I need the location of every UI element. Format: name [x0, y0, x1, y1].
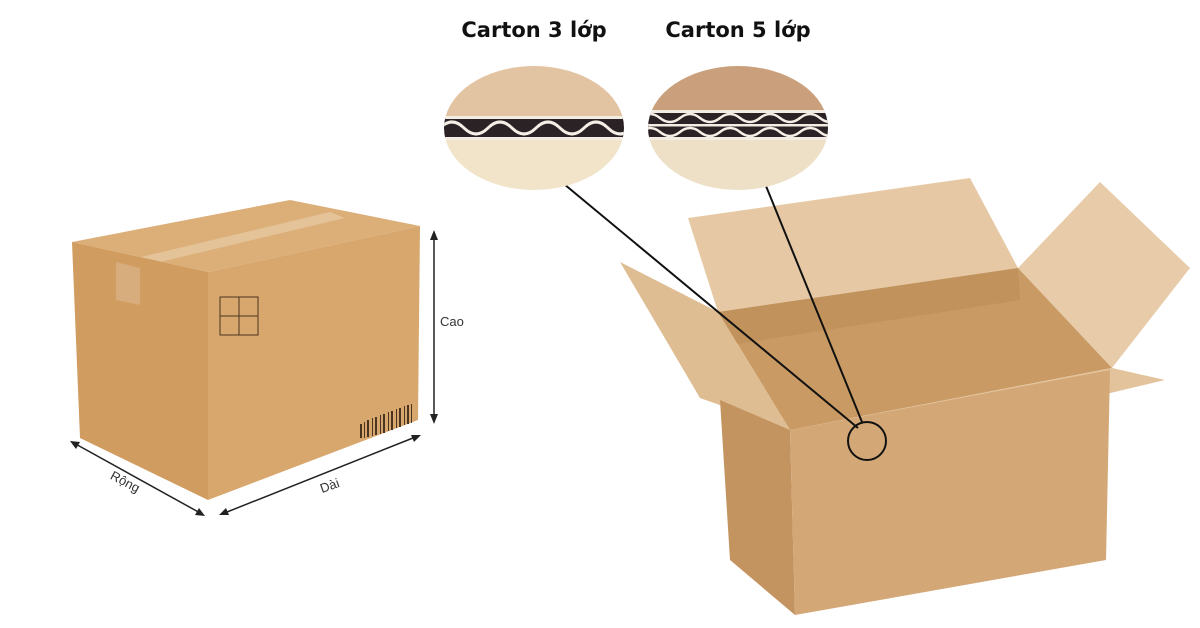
callout-lines	[563, 183, 887, 461]
box-front	[790, 370, 1110, 615]
back-flap	[688, 178, 1018, 312]
length-label: Dài	[318, 475, 342, 496]
closed-box	[72, 200, 420, 500]
left-flap	[620, 262, 790, 430]
box-side	[720, 400, 795, 615]
handling-symbols-icon	[219, 296, 259, 336]
open-box	[620, 178, 1190, 615]
height-label: Cao	[440, 314, 464, 329]
box-side	[72, 242, 208, 500]
carton-3-layer-cross-section	[444, 66, 624, 190]
carton-5-layer-cross-section	[648, 66, 828, 190]
carton-3-label: Carton 3 lớp	[461, 18, 606, 42]
box-front	[208, 226, 420, 500]
dimension-arrows	[70, 230, 438, 516]
highlight-circle	[847, 421, 887, 461]
right-flap	[1018, 182, 1190, 368]
barcode-icon	[360, 404, 412, 438]
carton-5-label: Carton 5 lớp	[665, 18, 810, 42]
tape	[120, 212, 345, 268]
